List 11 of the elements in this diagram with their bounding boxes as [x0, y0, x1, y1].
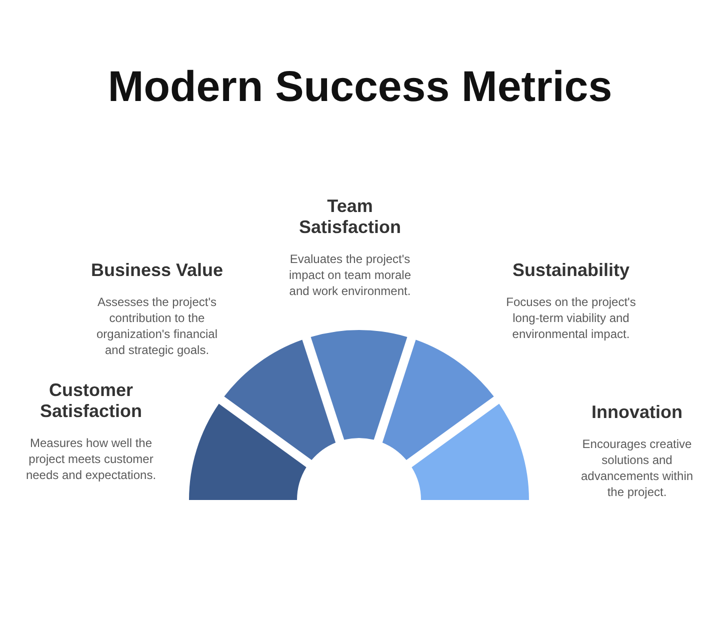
metric-heading: Sustainability	[512, 260, 630, 281]
metric-description: Evaluates the project's impact on team morale and work environment.	[288, 251, 412, 299]
metric-heading: Customer Satisfaction	[38, 380, 144, 422]
metric-description: Focuses on the project's long-term viability and environmental impact.	[505, 294, 637, 342]
metric-heading: Team Satisfaction	[298, 196, 402, 238]
metric-description: Assesses the project's contribution to the organization's financial and strategic goals.	[95, 294, 219, 358]
metric-description: Measures how well the project meets customer needs and expectations.	[24, 435, 158, 483]
metric-heading: Business Value	[90, 260, 224, 281]
metric-description: Encourages creative solutions and advancements within the project.	[580, 436, 694, 500]
metric-heading: Innovation	[592, 402, 682, 423]
diagram-title: Modern Success Metrics	[106, 62, 614, 112]
